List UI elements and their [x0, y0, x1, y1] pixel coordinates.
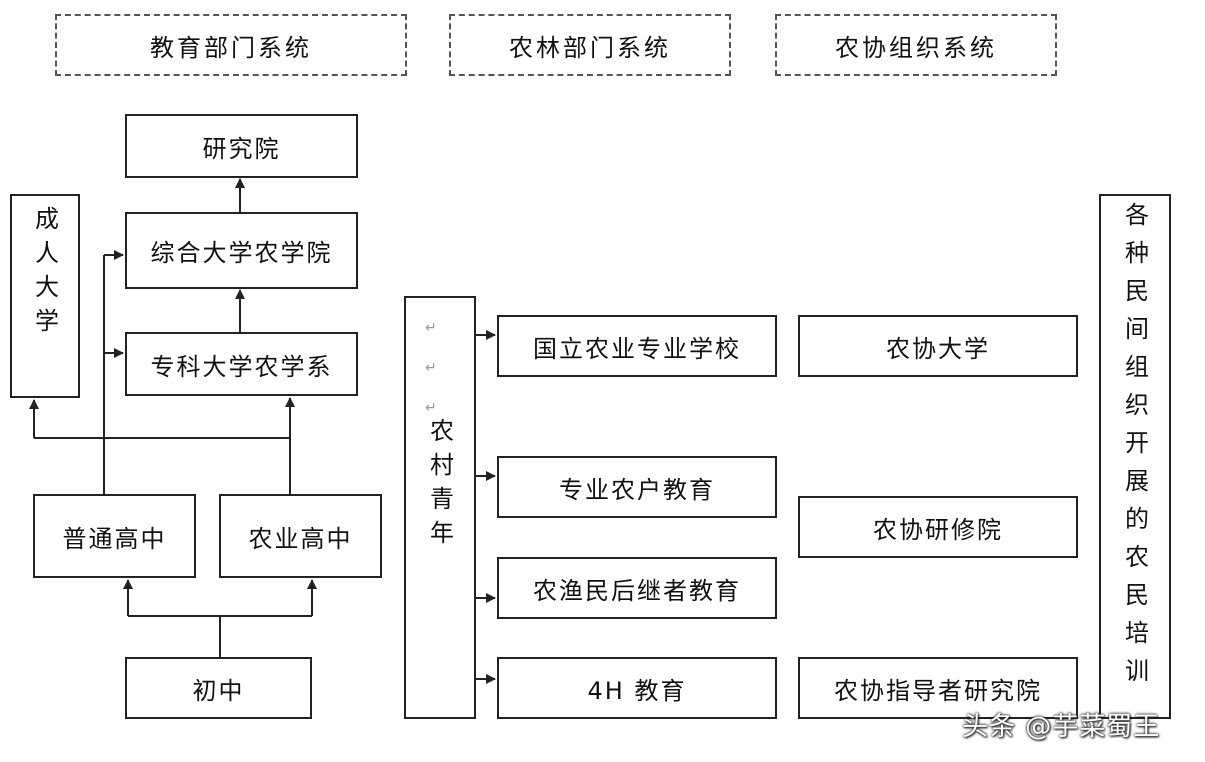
header-education-label: 教育部门系统: [150, 33, 312, 62]
research-institute-box: 研究院: [125, 114, 358, 178]
successor-education-label: 农渔民后继者教育: [533, 576, 741, 605]
header-education-system: 教育部门系统: [55, 14, 407, 76]
header-coop-system: 农协组织系统: [775, 14, 1057, 76]
research-institute-label: 研究院: [202, 134, 281, 163]
return-mark-icon: ↵: [425, 400, 437, 416]
national-agri-school-box: 国立农业专业学校: [497, 315, 777, 377]
college-agri-dept-box: 专科大学农学系: [125, 332, 358, 396]
rural-youth-label: 农村青年: [425, 418, 454, 554]
university-agri-faculty-box: 综合大学农学院: [125, 212, 358, 289]
coop-university-label: 农协大学: [886, 334, 990, 363]
rural-youth-box: 农村青年: [404, 296, 476, 719]
agri-high-school-box: 农业高中: [219, 494, 382, 578]
header-agri-label: 农林部门系统: [509, 33, 671, 62]
national-agri-school-label: 国立农业专业学校: [533, 334, 741, 363]
coop-university-box: 农协大学: [798, 315, 1078, 377]
private-org-training-label: 各种民间组织开展的农民培训: [1120, 202, 1149, 696]
return-mark-icon: ↵: [425, 360, 437, 376]
4h-education-box: 4H 教育: [497, 657, 777, 719]
private-org-training-box: 各种民间组织开展的农民培训: [1099, 194, 1171, 719]
pro-farmer-education-box: 专业农户教育: [497, 456, 777, 518]
4h-education-label: 4H 教育: [587, 676, 687, 705]
agri-high-school-label: 农业高中: [248, 524, 353, 553]
return-mark-icon: ↵: [425, 320, 437, 336]
general-high-school-box: 普通高中: [33, 494, 196, 578]
successor-education-box: 农渔民后继者教育: [497, 557, 777, 619]
junior-high-label: 初中: [192, 676, 245, 705]
coop-leader-institute-box: 农协指导者研究院: [798, 657, 1078, 719]
college-agri-dept-label: 专科大学农学系: [150, 352, 333, 381]
header-coop-label: 农协组织系统: [835, 33, 997, 62]
coop-leader-institute-label: 农协指导者研究院: [834, 676, 1042, 705]
adult-university-label: 成人大学: [30, 206, 59, 342]
coop-training-institute-label: 农协研修院: [873, 515, 1003, 544]
pro-farmer-education-label: 专业农户教育: [559, 475, 715, 504]
university-agri-faculty-label: 综合大学农学院: [150, 239, 333, 267]
general-high-school-label: 普通高中: [62, 524, 167, 553]
adult-university-box: 成人大学: [10, 194, 80, 398]
coop-training-institute-box: 农协研修院: [798, 496, 1078, 558]
watermark-text: 头条 @芋菜蜀王: [962, 712, 1161, 742]
junior-high-box: 初中: [125, 657, 312, 719]
header-agri-forestry-system: 农林部门系统: [449, 14, 731, 76]
